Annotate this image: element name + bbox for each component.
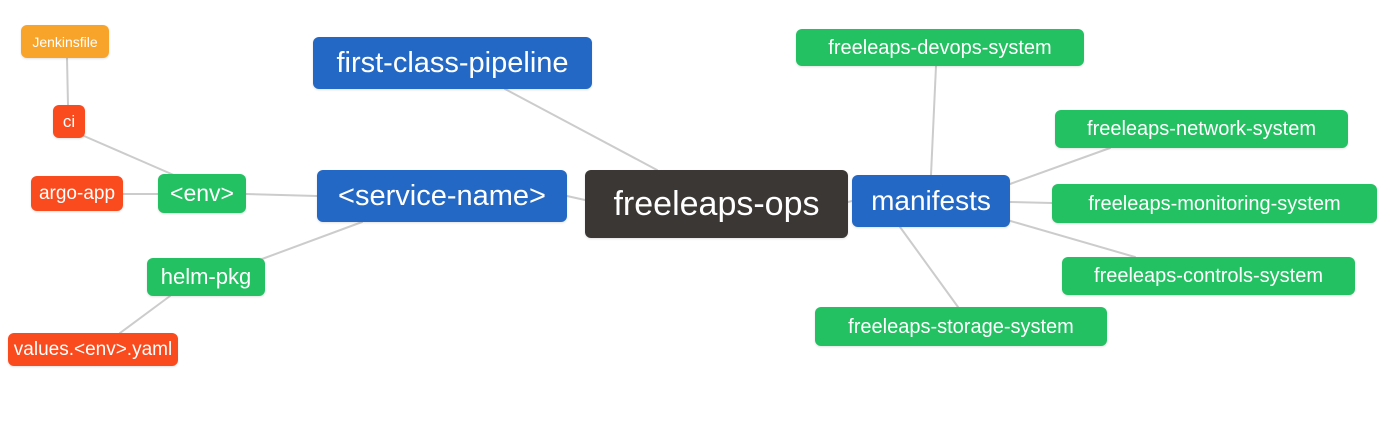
edge-helm-pkg-to-values-env-yaml [119, 295, 171, 334]
node-manifests[interactable]: manifests [852, 175, 1010, 227]
node-freeleaps-network-system[interactable]: freeleaps-network-system [1055, 110, 1348, 148]
edge-jenkinsfile-to-ci [66, 57, 69, 106]
edge-service-name-to-helm-pkg [261, 221, 363, 260]
edge-manifests-to-monitoring-system [1009, 201, 1053, 204]
edge-manifests-to-storage-system [899, 226, 959, 308]
node-first-class-pipeline[interactable]: first-class-pipeline [313, 37, 592, 89]
edge-env-to-service-name [245, 193, 318, 197]
edge-service-name-to-freeleaps-ops [566, 195, 586, 201]
node-helm-pkg[interactable]: helm-pkg [147, 258, 265, 296]
edge-manifests-to-controls-system [1006, 219, 1136, 258]
node-service-name[interactable]: <service-name> [317, 170, 567, 222]
node-ci[interactable]: ci [53, 105, 85, 138]
node-freeleaps-controls-system[interactable]: freeleaps-controls-system [1062, 257, 1355, 295]
edge-ci-to-env [83, 135, 177, 177]
node-values-env-yaml[interactable]: values.<env>.yaml [8, 333, 178, 366]
node-freeleaps-monitoring-system[interactable]: freeleaps-monitoring-system [1052, 184, 1377, 223]
node-freeleaps-devops-system[interactable]: freeleaps-devops-system [796, 29, 1084, 66]
node-env[interactable]: <env> [158, 174, 246, 213]
edge-first-class-pipeline-to-freeleaps-ops [504, 88, 658, 171]
edge-manifests-to-devops-system [930, 65, 937, 176]
node-freeleaps-storage-system[interactable]: freeleaps-storage-system [815, 307, 1107, 346]
node-freeleaps-ops[interactable]: freeleaps-ops [585, 170, 848, 238]
node-argo-app[interactable]: argo-app [31, 176, 123, 211]
edge-manifests-to-network-system [1009, 147, 1111, 185]
node-jenkinsfile[interactable]: Jenkinsfile [21, 25, 109, 58]
